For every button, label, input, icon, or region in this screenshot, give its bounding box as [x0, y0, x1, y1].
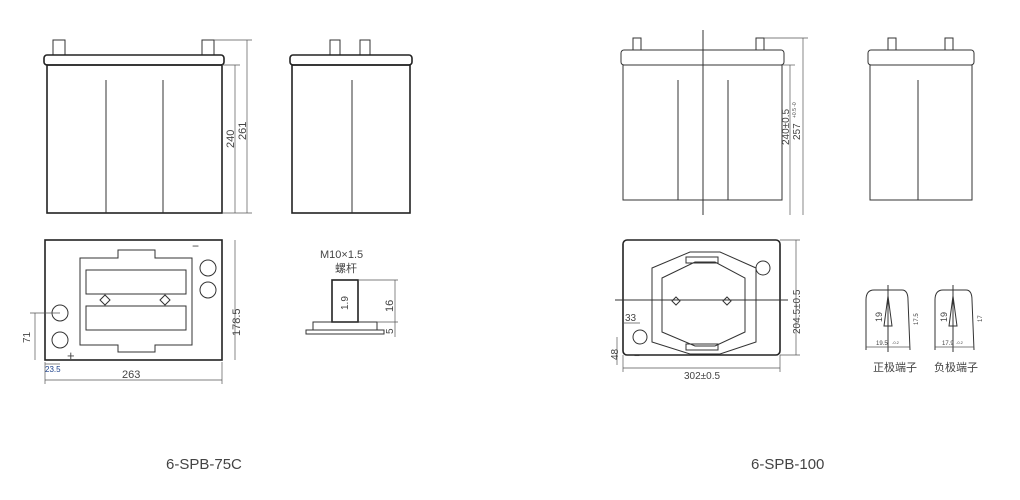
left-side-view	[289, 39, 413, 214]
dim-height-total-tol: +0.5 -0	[792, 102, 798, 118]
positive-terminal-detail: 19 17.5 19.5 -0.2 正极端子	[865, 285, 920, 374]
dim-height-total: 261	[237, 122, 249, 140]
dim-depth-r: 204.5±0.5	[792, 289, 803, 334]
dim-terminal-offset-x-r: 33	[625, 313, 637, 324]
terminal-base: 5	[385, 328, 396, 334]
negative-sign: −	[192, 239, 199, 253]
right-model-caption: 6-SPB-100	[751, 456, 824, 473]
neg-terminal-base-tol: -0.2	[956, 340, 964, 345]
dim-width-r: 302±0.5	[684, 371, 721, 382]
negative-sign-r: −	[634, 351, 640, 362]
left-front-view: 240 261	[43, 39, 252, 214]
pos-terminal-top: 17.5	[914, 313, 920, 325]
pos-terminal-base: 19.5	[876, 341, 888, 347]
terminal-diameter: 1.9	[340, 296, 351, 310]
negative-terminal-label: 负极端子	[934, 360, 978, 374]
neg-terminal-height: 19	[939, 312, 949, 322]
terminal-height: 16	[384, 300, 396, 312]
neg-terminal-top: 17	[978, 315, 984, 322]
terminal-type: 螺杆	[335, 261, 357, 275]
right-side-view	[867, 37, 975, 201]
left-model-caption: 6-SPB-75C	[166, 456, 242, 473]
dim-width: 263	[122, 369, 140, 381]
dim-height-body: 240	[225, 130, 237, 148]
terminal-thread: M10×1.5	[320, 249, 363, 261]
dim-depth: 178.5	[231, 308, 243, 336]
neg-terminal-base: 17.9	[942, 341, 954, 347]
left-top-view: − + 71 23.5 263 178.5	[22, 239, 243, 384]
positive-terminal-label: 正极端子	[873, 360, 917, 374]
positive-sign: +	[67, 348, 75, 363]
left-terminal-detail: M10×1.5 螺杆 1.9 16 5	[305, 249, 398, 337]
right-front-view: 240±0.5 257 +0.5 -0	[620, 30, 808, 215]
pos-terminal-base-tol: -0.2	[892, 340, 900, 345]
pos-terminal-height: 19	[874, 312, 884, 322]
dim-height-body-r: 240±0.5	[781, 108, 792, 145]
right-top-view: − 33 48 302±0.5 204.5±0.5	[610, 239, 803, 382]
dim-height-total-r: 257	[792, 123, 803, 140]
dim-terminal-offset-x: 23.5	[45, 365, 61, 374]
negative-terminal-detail: 19 17 17.9 -0.2 负极端子	[934, 285, 984, 374]
dim-terminal-offset-y-r: 48	[610, 348, 621, 360]
dim-terminal-offset-y: 71	[22, 331, 33, 343]
